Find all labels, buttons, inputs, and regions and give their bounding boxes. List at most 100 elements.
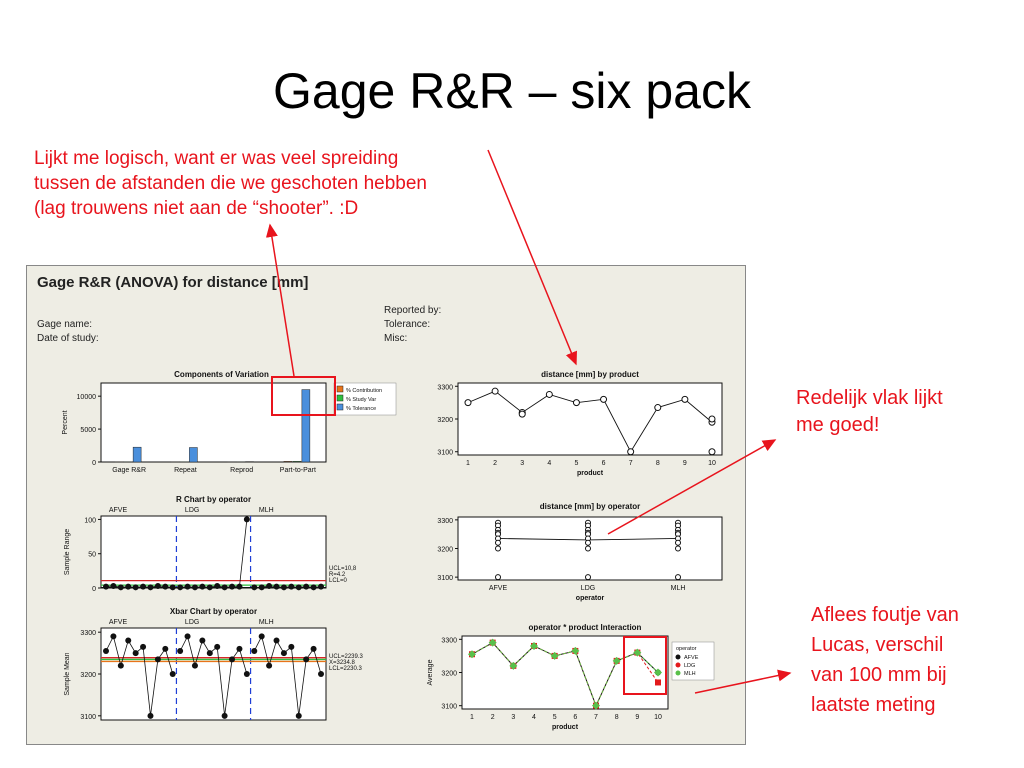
note-bottom-line: Aflees foutje van <box>811 604 959 626</box>
data-point <box>585 574 591 581</box>
group-label: AFVE <box>109 507 128 514</box>
x-tick-label: 6 <box>602 460 606 467</box>
data-point <box>169 671 176 677</box>
data-point <box>571 646 580 655</box>
chart-title: R Chart by operator <box>176 495 251 504</box>
legend-swatch <box>675 662 681 668</box>
data-point <box>600 395 608 403</box>
data-point <box>191 662 198 669</box>
data-point <box>103 648 109 654</box>
data-point <box>295 584 302 591</box>
legend-swatch <box>675 654 681 660</box>
data-point <box>251 648 258 654</box>
data-point <box>318 583 324 590</box>
data-point <box>675 574 681 581</box>
plot-area <box>457 382 723 456</box>
y-tick-label: 3300 <box>80 630 96 637</box>
series-line <box>180 519 248 588</box>
data-point <box>147 712 154 719</box>
y-tick-label: 3100 <box>437 450 453 457</box>
control-limit-label: R=4.2 <box>329 572 346 578</box>
data-point <box>214 643 221 650</box>
y-tick-label: 3100 <box>437 575 453 582</box>
data-point <box>243 671 250 677</box>
meta-left: Gage name: Date of study: <box>37 318 99 346</box>
group-label: AFVE <box>109 619 128 626</box>
x-tick-label: 8 <box>615 714 619 721</box>
gage-name-label: Gage name: <box>37 319 93 330</box>
bar <box>132 446 142 463</box>
note-top-line: Lijkt me logisch, want er was veel sprei… <box>34 148 399 169</box>
data-point <box>280 650 287 657</box>
data-point <box>229 583 236 590</box>
data-point <box>199 583 206 590</box>
data-point <box>585 539 591 546</box>
x-tick-label: 7 <box>629 460 633 467</box>
y-axis-label: Average <box>427 659 434 685</box>
data-point <box>110 582 117 589</box>
data-point <box>147 584 154 591</box>
y-tick-label: 0 <box>92 586 96 593</box>
panel-title: Gage R&R (ANOVA) for distance [mm] <box>37 274 309 291</box>
data-point <box>214 582 221 589</box>
data-point <box>550 651 559 660</box>
data-point <box>572 399 580 407</box>
data-point <box>154 656 161 663</box>
data-point <box>125 583 132 590</box>
data-point <box>675 545 681 552</box>
x-tick-label: Reprod <box>230 467 253 474</box>
note-right-line: me goed! <box>796 414 880 436</box>
plot-area <box>100 515 327 589</box>
data-point <box>125 637 132 644</box>
data-point <box>199 637 206 644</box>
data-point <box>495 545 501 552</box>
misc-label: Misc: <box>384 333 408 344</box>
data-point <box>464 399 472 407</box>
x-tick-label: 9 <box>635 714 639 721</box>
y-tick-label: 100 <box>84 517 96 524</box>
y-axis-label: Percent <box>62 410 69 434</box>
data-point <box>288 583 295 590</box>
tolerance-label: Tolerance: <box>384 319 431 330</box>
chart-title: distance [mm] by operator <box>540 502 640 511</box>
x-tick-label: 5 <box>553 714 557 721</box>
control-limit-label: X=3234.8 <box>329 660 356 666</box>
series-line <box>179 635 248 716</box>
group-label: MLH <box>259 619 274 626</box>
x-tick-label: 2 <box>491 714 495 721</box>
group-label: LDG <box>185 507 199 514</box>
data-point <box>206 650 213 657</box>
x-axis-label: operator <box>576 595 605 602</box>
y-tick-label: 3100 <box>441 704 457 711</box>
data-point <box>491 387 499 395</box>
bar <box>292 461 302 463</box>
y-tick-label: 3200 <box>437 417 453 424</box>
x-tick-label: 7 <box>594 714 598 721</box>
data-point <box>612 656 621 665</box>
x-tick-label: Part-to-Part <box>280 467 316 474</box>
legend-swatch <box>675 670 681 676</box>
data-point <box>266 662 273 669</box>
data-point <box>273 583 280 590</box>
data-point <box>655 679 661 686</box>
data-point <box>675 539 681 546</box>
data-point <box>585 545 591 552</box>
data-point <box>103 583 109 590</box>
y-tick-label: 10000 <box>77 394 97 401</box>
series-line <box>105 585 173 588</box>
control-limit-label: LCL=2230.3 <box>329 666 363 672</box>
legend-label: % Study Var <box>346 397 376 403</box>
x-tick-label: 10 <box>654 714 662 721</box>
data-point <box>488 638 497 647</box>
legend-label: AFVE <box>684 655 699 661</box>
x-tick-label: 2 <box>493 460 497 467</box>
legend-swatch <box>336 403 344 411</box>
data-point <box>280 584 287 591</box>
y-tick-label: 3300 <box>437 384 453 391</box>
x-tick-label: 8 <box>656 460 660 467</box>
series-line <box>254 585 322 588</box>
y-tick-label: 0 <box>92 460 96 467</box>
note-top-line: (lag trouwens niet aan de “shooter”. :D <box>34 198 359 219</box>
y-tick-label: 3200 <box>441 671 457 678</box>
data-point <box>258 633 265 640</box>
